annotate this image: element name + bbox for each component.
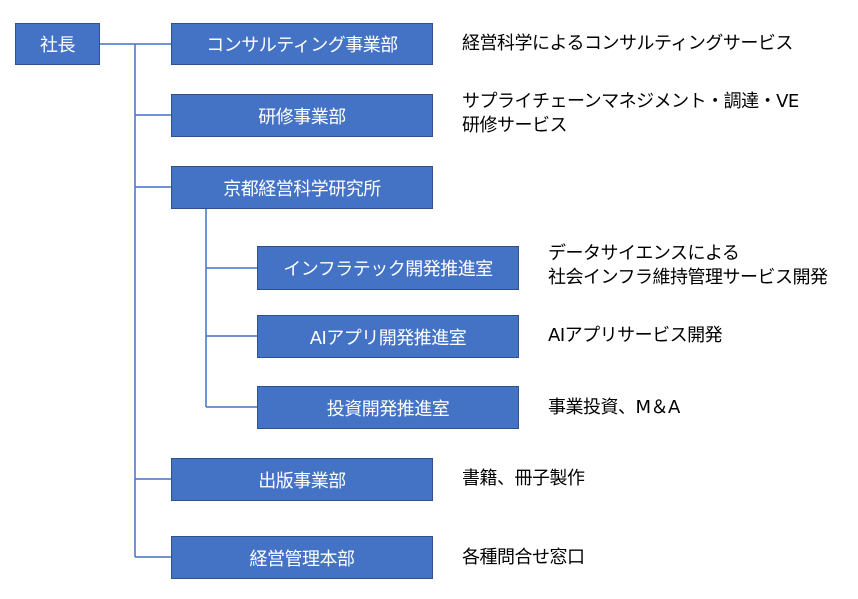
description-line: データサイエンスによる — [548, 243, 740, 264]
dept-box-research-institute: 京都経営科学研究所 — [171, 166, 433, 209]
description-line: 研修サービス — [462, 115, 567, 136]
dept-box-management: 経営管理本部 — [171, 536, 433, 579]
dept-description-publishing: 書籍、冊子製作 — [462, 467, 585, 491]
office-description-ai-app: AIアプリサービス開発 — [548, 324, 723, 348]
description-line: 経営科学によるコンサルティングサービス — [462, 33, 793, 54]
dept-description-management: 各種問合せ窓口 — [462, 546, 585, 570]
dept-description-consulting: 経営科学によるコンサルティングサービス — [462, 32, 793, 56]
office-box-ai-app: AIアプリ開発推進室 — [257, 315, 519, 358]
description-line: 書籍、冊子製作 — [462, 468, 585, 489]
dept-box-publishing: 出版事業部 — [171, 458, 433, 501]
office-description-infratech: データサイエンスによる 社会インフラ維持管理サービス開発 — [548, 242, 828, 290]
dept-box-training: 研修事業部 — [171, 94, 433, 137]
dept-label: 出版事業部 — [258, 470, 346, 492]
description-line: サプライチェーンマネジメント・調達・VE — [462, 91, 799, 112]
description-line: 社会インフラ維持管理サービス開発 — [548, 267, 828, 288]
description-line: 事業投資、M＆A — [548, 397, 680, 418]
description-line: AIアプリサービス開発 — [548, 325, 723, 346]
office-box-infratech: インフラテック開発推進室 — [257, 246, 519, 290]
dept-description-training: サプライチェーンマネジメント・調達・VE 研修サービス — [462, 90, 799, 138]
root-label: 社長 — [40, 35, 76, 56]
description-line: 各種問合せ窓口 — [462, 547, 585, 568]
office-label: インフラテック開発推進室 — [283, 259, 493, 280]
office-description-investment: 事業投資、M＆A — [548, 396, 680, 420]
dept-label: コンサルティング事業部 — [206, 35, 398, 56]
dept-label: 京都経営科学研究所 — [223, 178, 381, 200]
office-label: 投資開発推進室 — [326, 398, 450, 420]
dept-box-consulting: コンサルティング事業部 — [171, 23, 433, 65]
office-label: AIアプリ開発推進室 — [309, 327, 467, 349]
dept-label: 研修事業部 — [258, 106, 346, 128]
office-box-investment: 投資開発推進室 — [257, 386, 519, 429]
root-box-president: 社長 — [15, 23, 100, 65]
dept-label: 経営管理本部 — [249, 548, 356, 570]
